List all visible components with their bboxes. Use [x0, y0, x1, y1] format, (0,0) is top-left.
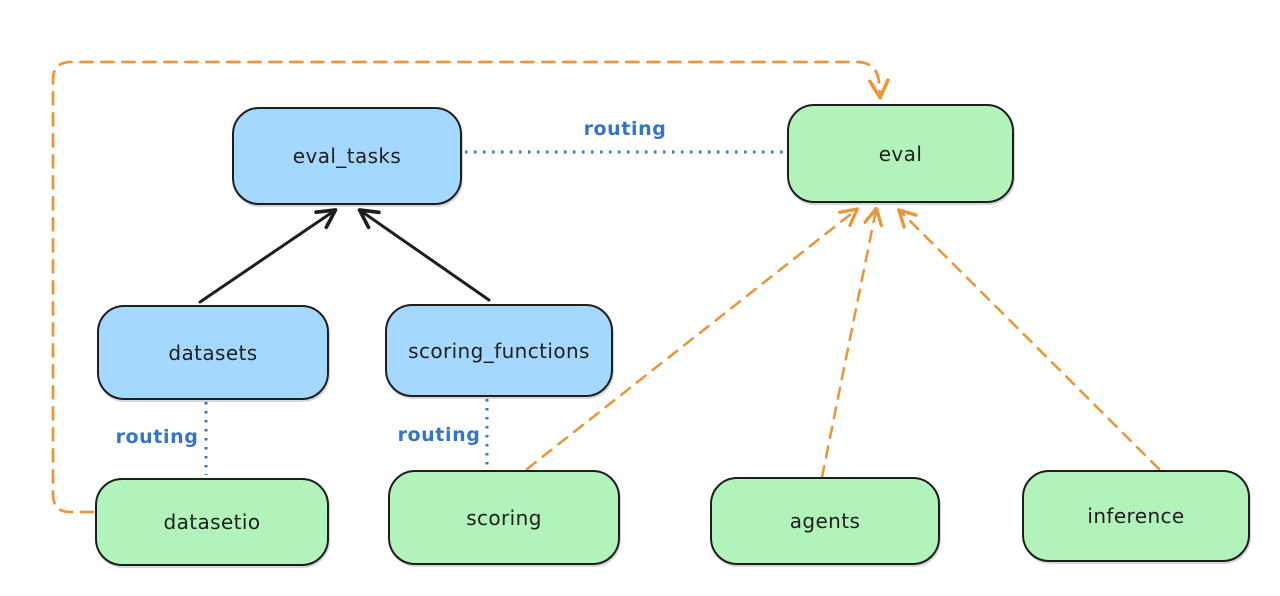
node-eval-tasks: eval_tasks	[232, 107, 462, 205]
node-scoring-functions-label: scoring_functions	[408, 338, 590, 363]
node-eval-tasks-label: eval_tasks	[292, 144, 402, 168]
edge-scoring-to-eval	[525, 207, 859, 471]
node-inference: inference	[1022, 470, 1250, 562]
node-agents-label: agents	[789, 509, 861, 533]
node-inference-label: inference	[1087, 504, 1185, 528]
routing-label-scoring-functions-scoring: routing	[397, 424, 481, 446]
routing-label-eval-tasks-eval: routing	[583, 118, 667, 140]
edge-datasets-to-eval-tasks	[198, 208, 338, 304]
node-eval-label: eval	[878, 141, 923, 166]
edge-inference-to-eval	[897, 208, 1161, 471]
node-datasets: datasets	[97, 305, 329, 400]
node-eval: eval	[787, 104, 1014, 203]
node-scoring-label: scoring	[466, 505, 542, 530]
node-datasetio: datasetio	[95, 478, 329, 566]
edge-agents-to-eval	[820, 206, 884, 479]
node-datasetio-label: datasetio	[163, 510, 261, 534]
node-scoring-functions: scoring_functions	[385, 304, 613, 397]
node-datasets-label: datasets	[168, 340, 258, 365]
node-scoring: scoring	[388, 470, 620, 565]
node-agents: agents	[710, 477, 940, 565]
edge-scoring-functions-to-eval-tasks	[357, 208, 491, 302]
routing-label-datasets-datasetio: routing	[115, 426, 199, 448]
